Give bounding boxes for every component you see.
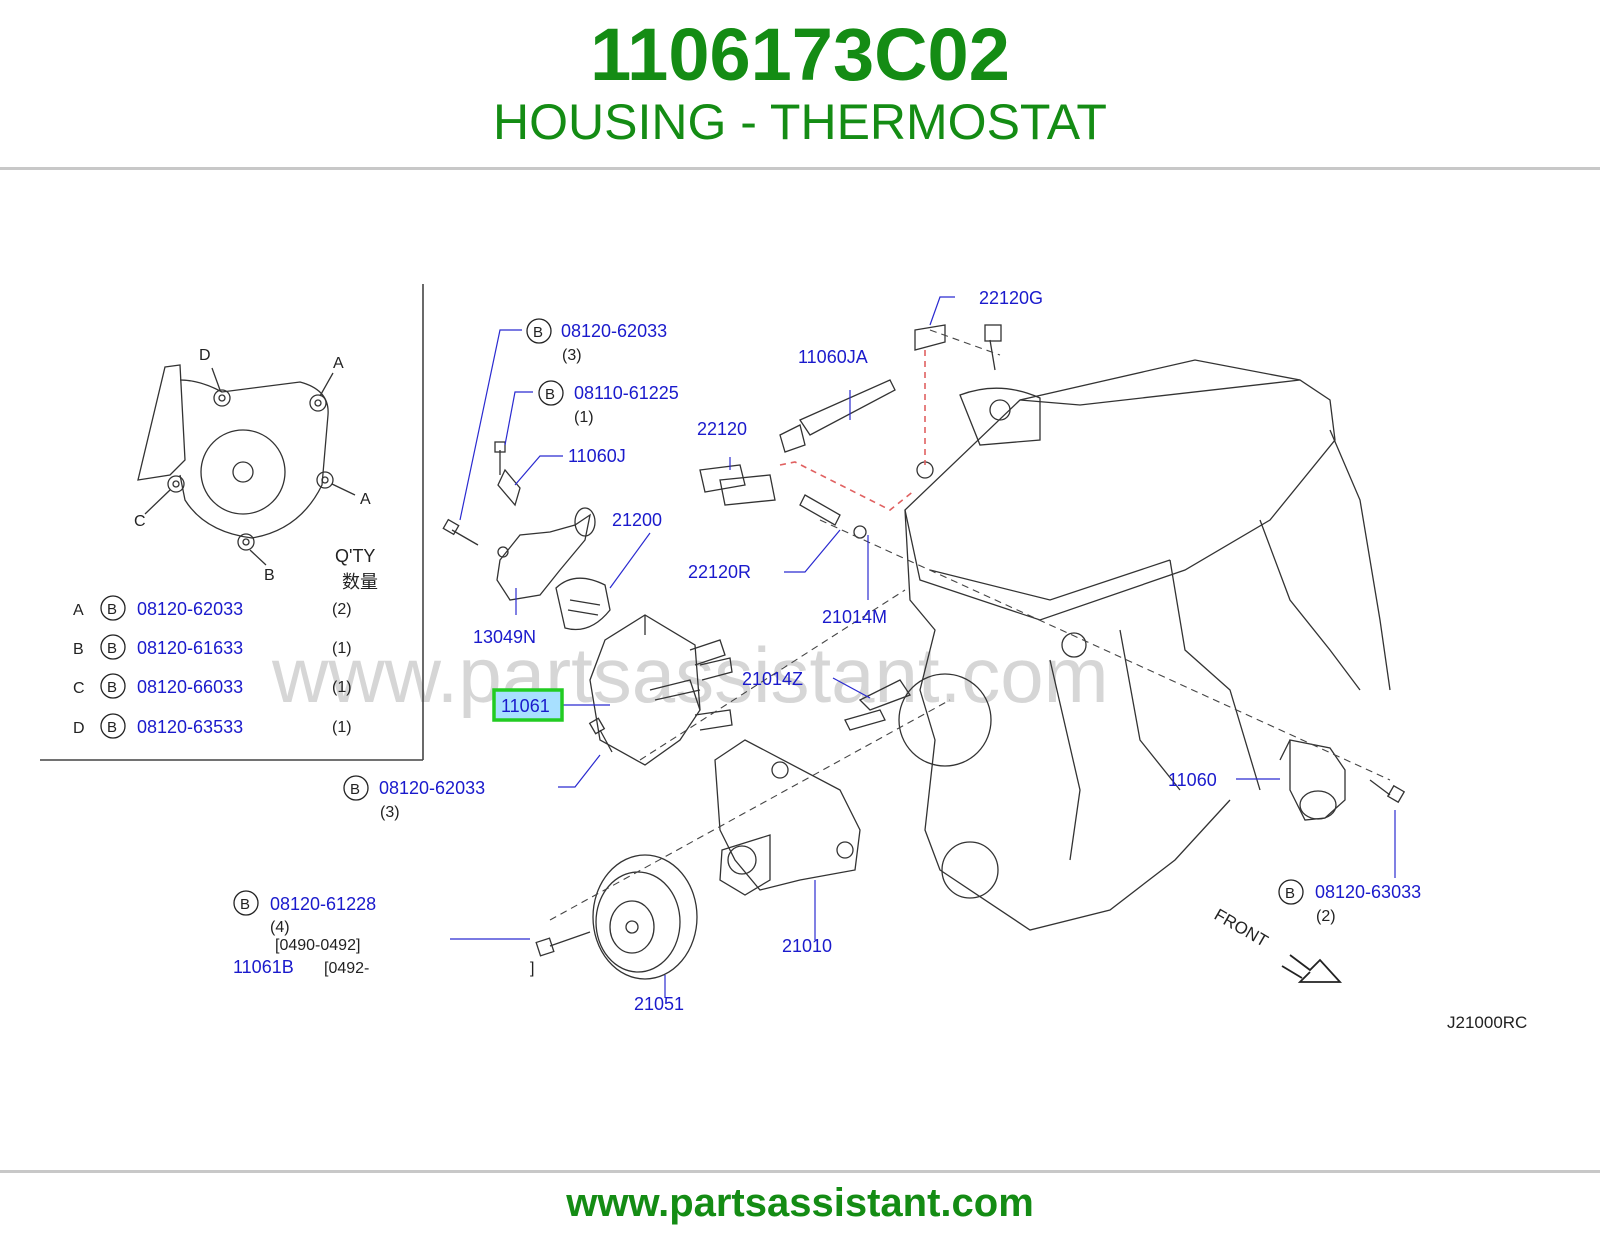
inset-row-part[interactable]: 08120-66033 — [137, 677, 243, 697]
inset-table-row: C B 08120-66033 (1) — [73, 673, 352, 699]
callout-21051[interactable]: 21051 — [634, 994, 684, 1014]
callout-21200[interactable]: 21200 — [612, 510, 662, 530]
bolt-marker-letter: B — [350, 781, 360, 798]
part-name-subtitle: HOUSING - THERMOSTAT — [493, 94, 1107, 150]
bolt-marker-icon — [100, 673, 126, 699]
bolt-marker-icon — [100, 595, 126, 621]
qty-header-cjk: 数量 — [342, 572, 378, 592]
callout-range-b-end: ] — [530, 960, 534, 977]
bolt-marker-letter: B — [107, 601, 117, 618]
inset-row-part[interactable]: 08120-62033 — [137, 599, 243, 619]
highlight-box-11061 — [492, 688, 564, 722]
sensor-harness-drawing — [699, 324, 1002, 539]
bolt-marker-icon — [343, 775, 369, 801]
callout-22120[interactable]: 22120 — [697, 419, 747, 439]
callout-range-b-start: [0492- — [324, 960, 369, 977]
inset-table: A B 08120-62033 (2) B B 08120-61633 (1) … — [73, 595, 352, 739]
inset-row-qty: (1) — [332, 640, 352, 657]
callout-08110-61225-qty: (1) — [574, 409, 594, 426]
front-label: FRONT — [1211, 905, 1271, 951]
callout-11060j[interactable]: 11060J — [568, 446, 626, 466]
callout-08120-62033-mid[interactable]: 08120-62033 — [379, 778, 485, 798]
bolt-marker-letter: B — [107, 679, 117, 696]
inset-row-qty: (2) — [332, 601, 352, 618]
callout-08110-61225[interactable]: 08110-61225 — [574, 383, 679, 403]
inset-letter-c: C — [134, 513, 146, 530]
parts-diagram-svg: www.partsassistant.com D A A C B Q'TY 数量… — [40, 284, 1527, 1032]
callout-11061b[interactable]: 11061B — [233, 957, 294, 977]
bolt-marker-letter: B — [1285, 885, 1295, 902]
water-pump-drawing — [535, 679, 1406, 980]
bolt-marker-icon — [100, 713, 126, 739]
watermark-text: www.partsassistant.com — [271, 631, 1109, 719]
inset-table-row: D B 08120-63533 (1) — [73, 713, 352, 739]
inset-table-row: B B 08120-61633 (1) — [73, 634, 352, 660]
assembly-guide-lines — [549, 329, 1391, 921]
callout-21010[interactable]: 21010 — [782, 936, 832, 956]
page-header: 1106173C02 HOUSING - THERMOSTAT — [0, 0, 1600, 170]
callout-range-a: [0490-0492] — [275, 937, 360, 954]
bolt-marker-letter: B — [107, 640, 117, 657]
callout-08120-61228-qty: (4) — [270, 919, 290, 936]
inset-table-row: A B 08120-62033 (2) — [73, 595, 352, 621]
inset-letter-d: D — [199, 347, 211, 364]
inset-row-letter: D — [73, 720, 85, 737]
callout-08120-61228[interactable]: 08120-61228 — [270, 894, 376, 914]
callout-08120-62033-top[interactable]: 08120-62033 — [561, 321, 667, 341]
bolt-marker-icon — [538, 380, 564, 406]
callout-08120-63033-qty: (2) — [1316, 908, 1336, 925]
callout-leader-lines — [450, 296, 1396, 998]
thermostat-housing-drawing — [442, 441, 733, 766]
callout-11061-highlighted[interactable]: 11061 — [501, 696, 550, 716]
bolt-marker-icon — [1278, 879, 1304, 905]
drawing-code: J21000RC — [1447, 1013, 1527, 1032]
bolt-marker-icon — [233, 890, 259, 916]
callout-13049n[interactable]: 13049N — [473, 627, 536, 647]
callout-22120g[interactable]: 22120G — [979, 288, 1043, 308]
inset-row-part[interactable]: 08120-63533 — [137, 717, 243, 737]
bolt-marker-letter: B — [533, 324, 543, 341]
inset-letter-b: B — [264, 567, 275, 584]
inset-row-letter: A — [73, 602, 84, 619]
footer-divider — [0, 1170, 1600, 1173]
callout-11060ja[interactable]: 11060JA — [798, 347, 868, 367]
bolt-marker-icon — [100, 634, 126, 660]
qty-header: Q'TY — [335, 546, 375, 566]
callout-11060[interactable]: 11060 — [1168, 770, 1217, 790]
bolt-marker-icon — [526, 318, 552, 344]
footer-url-link[interactable]: www.partsassistant.com — [566, 1181, 1034, 1225]
inset-pump-drawing — [137, 364, 356, 566]
inset-letter-a-top: A — [333, 355, 344, 372]
inset-row-letter: B — [73, 641, 84, 658]
callout-22120r[interactable]: 22120R — [688, 562, 751, 582]
bolt-marker-letter: B — [107, 719, 117, 736]
engine-block-drawing — [898, 359, 1391, 931]
callout-08120-62033-mid-qty: (3) — [380, 804, 400, 821]
inset-row-letter: C — [73, 680, 85, 697]
bolt-marker-letter: B — [545, 386, 555, 403]
inset-panel — [40, 284, 424, 761]
callout-21014z[interactable]: 21014Z — [742, 669, 803, 689]
front-arrow-icon — [1281, 954, 1343, 983]
callout-08120-63033[interactable]: 08120-63033 — [1315, 882, 1421, 902]
part-number-title: 1106173C02 — [590, 13, 1010, 96]
callout-08120-62033-top-qty: (3) — [562, 347, 582, 364]
bolt-marker-letter: B — [240, 896, 250, 913]
inset-letter-a-right: A — [360, 491, 371, 508]
inset-row-qty: (1) — [332, 679, 352, 696]
harness-routing-line — [779, 350, 926, 511]
inset-row-qty: (1) — [332, 719, 352, 736]
inset-row-part[interactable]: 08120-61633 — [137, 638, 243, 658]
callout-21014m[interactable]: 21014M — [822, 607, 887, 627]
parts-diagram: www.partsassistant.com D A A C B Q'TY 数量… — [0, 270, 1600, 1070]
header-divider — [0, 167, 1600, 170]
